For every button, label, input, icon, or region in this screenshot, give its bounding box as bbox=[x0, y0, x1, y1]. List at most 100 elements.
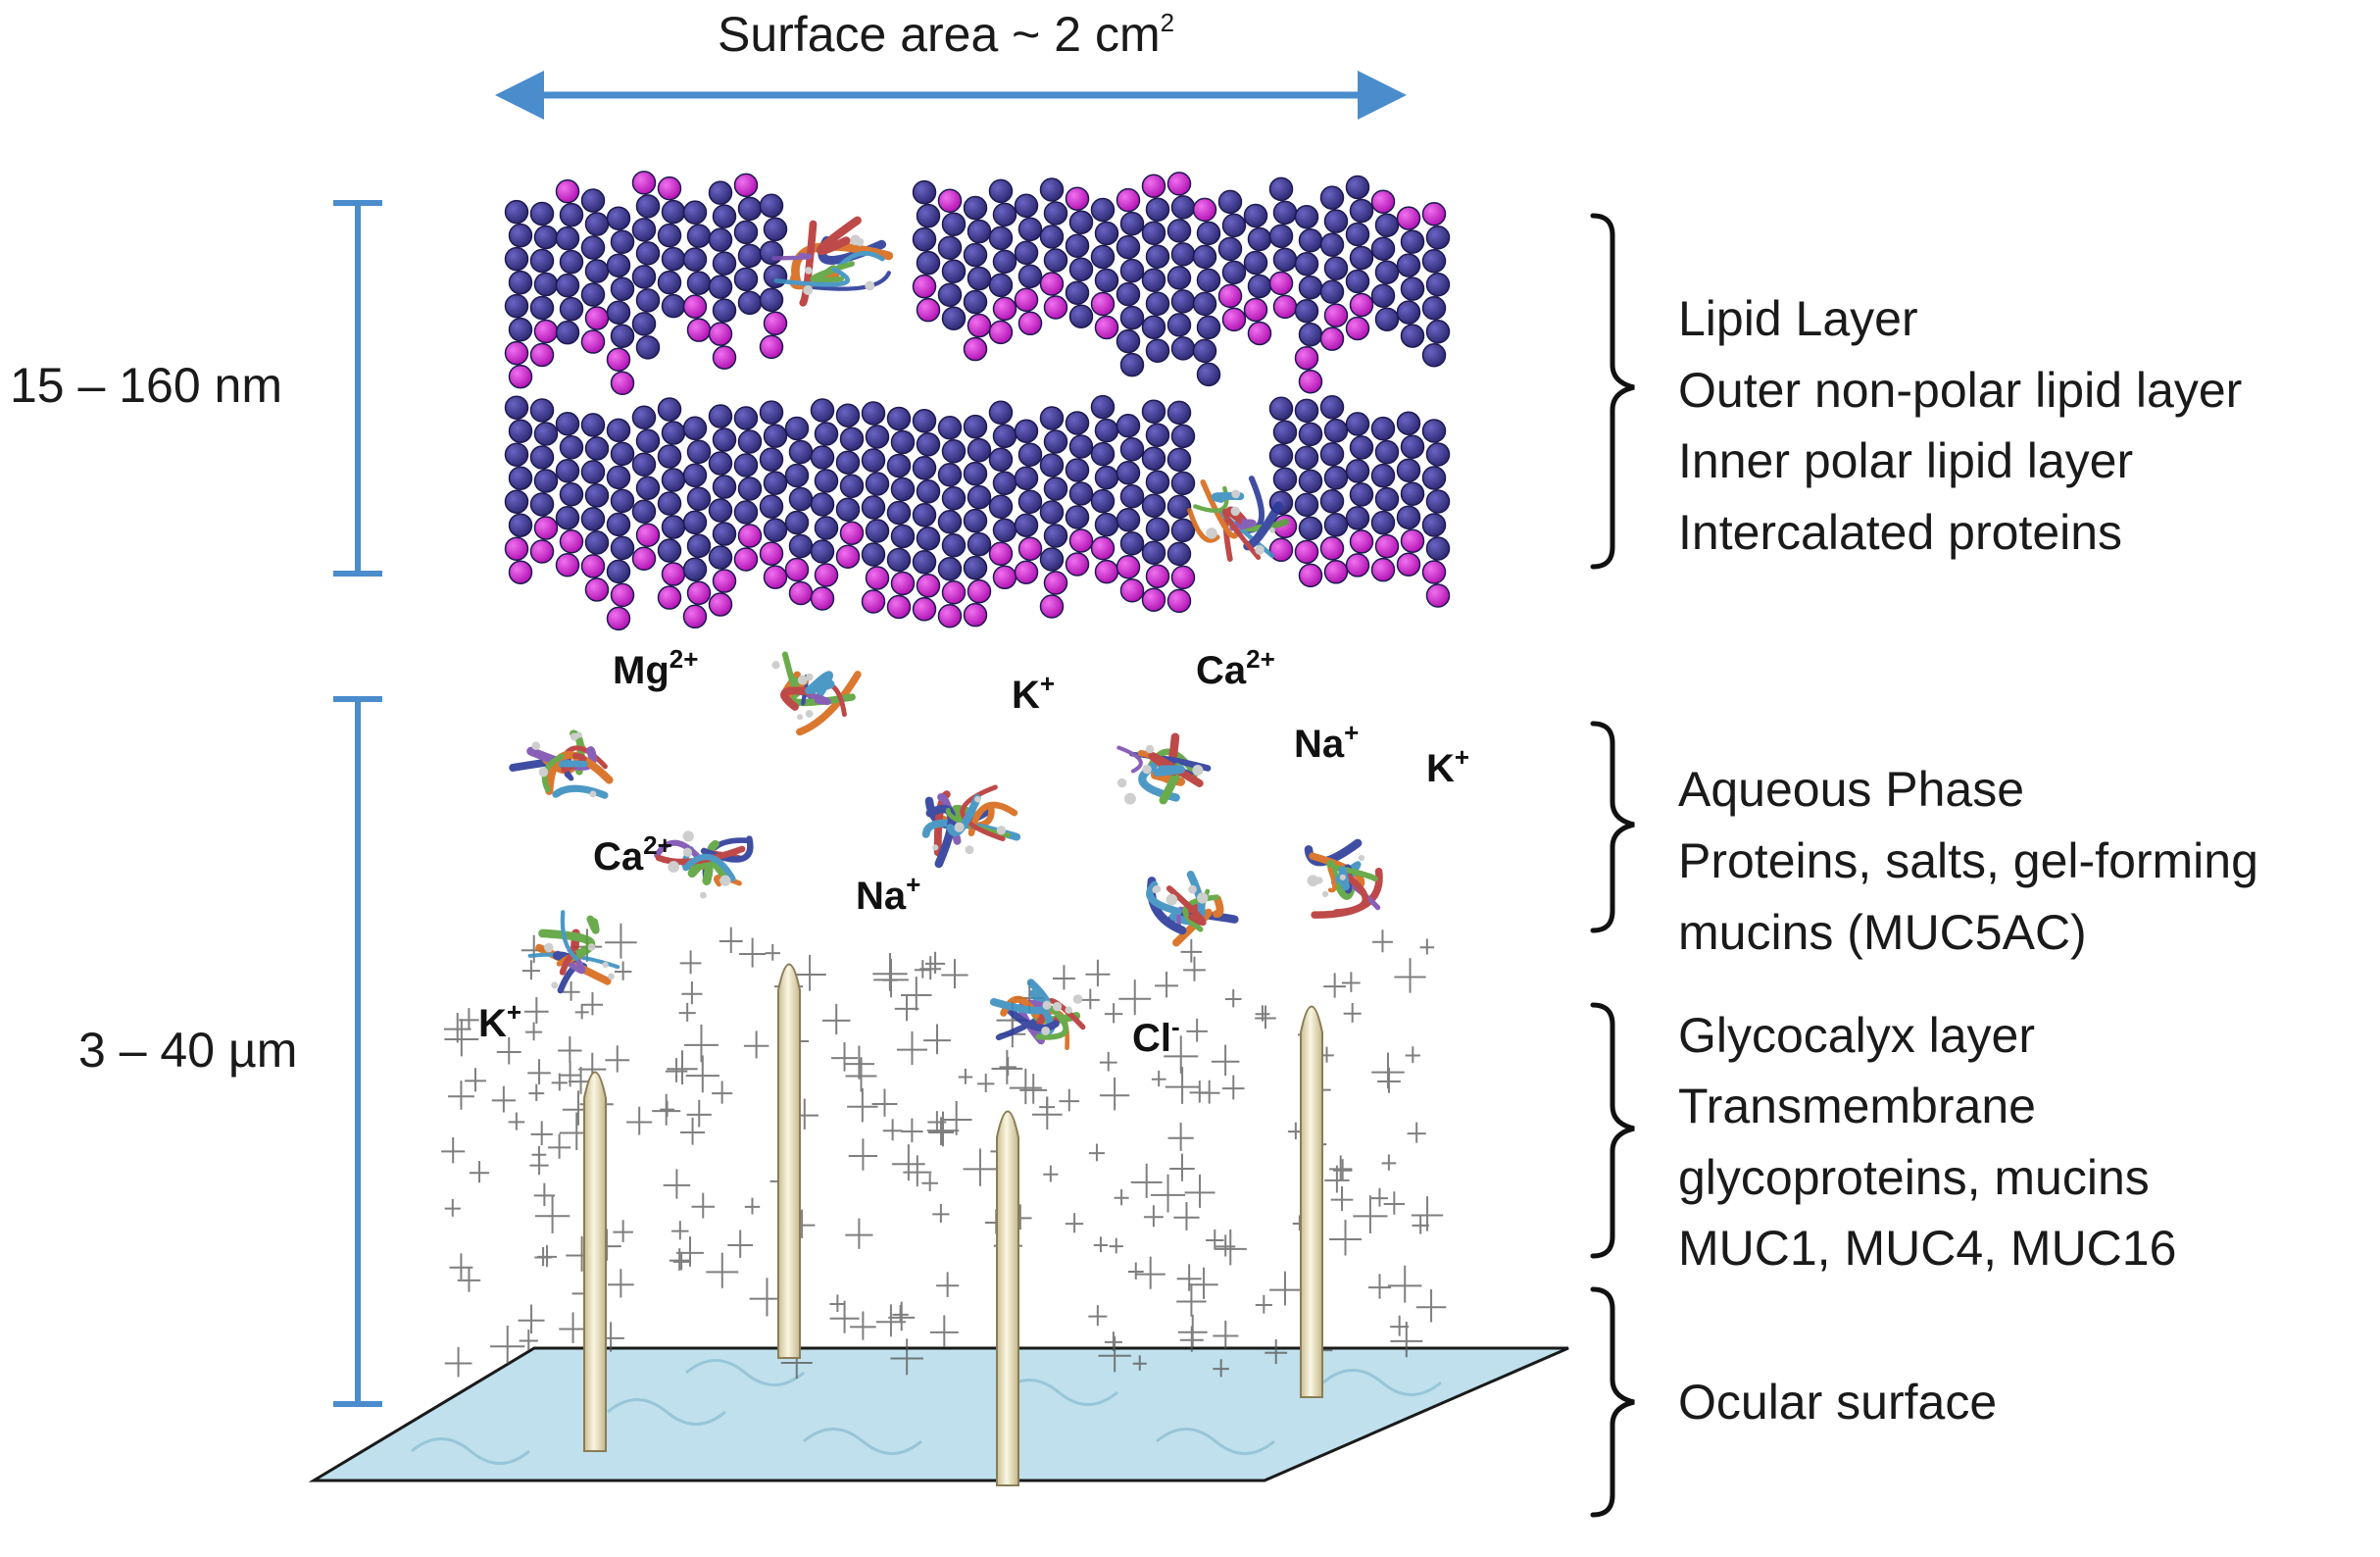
glycan-branch bbox=[1173, 1202, 1200, 1231]
glycan-branch bbox=[1412, 1215, 1429, 1234]
lipid-molecule bbox=[1319, 395, 1349, 584]
lipid-molecule bbox=[631, 171, 661, 360]
lipid-molecule bbox=[784, 416, 814, 606]
layer-braces bbox=[1590, 213, 1635, 1518]
glycan-branch bbox=[843, 1045, 875, 1080]
lipid-molecule bbox=[606, 206, 635, 395]
ion-k: K+ bbox=[478, 997, 521, 1045]
glycan-branch bbox=[1255, 1005, 1276, 1030]
glycan-branch bbox=[1371, 929, 1393, 953]
glycan-branch bbox=[1164, 1035, 1199, 1074]
protein-molecule bbox=[771, 651, 862, 736]
lipid-molecule bbox=[708, 404, 737, 617]
glycan-branch bbox=[901, 977, 932, 1011]
ion-labels: Mg2+ K+ Ca2+ Na+ K+ Ca2+ Na+ K+ Cl- bbox=[478, 644, 1469, 1060]
glycan-branch bbox=[686, 1099, 712, 1128]
svg-text:mucins (MUC5AC): mucins (MUC5AC) bbox=[1678, 905, 2087, 960]
ion-na: Na+ bbox=[1294, 718, 1359, 766]
glycan-branch bbox=[558, 1035, 582, 1063]
glycan-branch bbox=[1213, 1320, 1239, 1349]
lipid-molecule bbox=[606, 418, 635, 631]
glycan-branch bbox=[923, 1024, 951, 1055]
svg-text:glycoproteins, mucins: glycoproteins, mucins bbox=[1678, 1150, 2150, 1205]
glycan-branch bbox=[613, 1220, 633, 1242]
glycan-branch bbox=[1114, 1188, 1129, 1206]
ion-k: K+ bbox=[1012, 669, 1055, 717]
layer-label-ocular: Ocular surface bbox=[1678, 1375, 1997, 1430]
surface-area-label: Surface area ~ 2 cm2 bbox=[718, 7, 1174, 62]
glycan-branch bbox=[524, 996, 549, 1025]
glycan-branch bbox=[1324, 1165, 1350, 1193]
lipid-molecule bbox=[1294, 398, 1323, 588]
protein-molecule bbox=[1146, 871, 1239, 947]
lipid-molecule bbox=[631, 405, 661, 571]
glycan-branch bbox=[491, 1085, 517, 1113]
glycan-branch bbox=[847, 1087, 878, 1123]
lipid-molecule bbox=[580, 188, 610, 354]
glycan-branch bbox=[1383, 1191, 1405, 1215]
glycan-branch bbox=[1323, 973, 1347, 998]
lipid-molecule bbox=[861, 401, 890, 614]
glycan-branch bbox=[443, 1013, 471, 1043]
lipid-layer-molecules bbox=[504, 171, 1451, 631]
svg-text:Inner polar lipid layer: Inner polar lipid layer bbox=[1678, 433, 2133, 488]
glycan-branch bbox=[706, 1252, 739, 1288]
glycan-branch bbox=[829, 1300, 860, 1333]
glycan-branch bbox=[1390, 1322, 1423, 1358]
protein-molecule bbox=[527, 910, 620, 994]
lipid-molecule bbox=[886, 406, 916, 620]
glycan-branch bbox=[1189, 1080, 1211, 1103]
glycan-branch bbox=[1367, 1274, 1392, 1299]
glycan-branch bbox=[1211, 1044, 1240, 1077]
glycan-branch bbox=[685, 1055, 719, 1093]
glycan-branch bbox=[896, 1030, 928, 1066]
glycan-branch bbox=[1214, 1229, 1247, 1266]
lipid-molecule bbox=[657, 397, 686, 610]
glycan-branch bbox=[1155, 972, 1179, 998]
glycan-branch bbox=[1264, 1338, 1288, 1365]
lipid-molecule bbox=[1014, 193, 1043, 336]
lipid-molecule bbox=[759, 400, 788, 589]
lipid-molecule bbox=[1319, 185, 1349, 351]
glycan-branch bbox=[457, 1266, 481, 1292]
glycan-branch bbox=[1330, 1186, 1354, 1211]
glycan-branch bbox=[679, 950, 702, 975]
layer-label-aqueous: Aqueous Phase Proteins, salts, gel-formi… bbox=[1678, 762, 2258, 960]
protein-molecule bbox=[921, 784, 1021, 869]
glycan-branch bbox=[528, 1083, 545, 1102]
ion-mg: Mg2+ bbox=[613, 644, 698, 692]
glycan-branch bbox=[926, 1111, 960, 1147]
glycan-branch bbox=[831, 1041, 859, 1072]
lipid-molecule bbox=[1370, 189, 1400, 331]
glycan-branch bbox=[727, 1230, 754, 1258]
lipid-molecule bbox=[1166, 400, 1196, 614]
glycan-branch bbox=[739, 937, 767, 968]
glycan-branch bbox=[1118, 979, 1152, 1016]
lipid-molecule bbox=[1268, 396, 1298, 563]
lipid-molecule bbox=[1268, 176, 1298, 320]
ion-ca: Ca2+ bbox=[1196, 644, 1275, 692]
lipid-molecule bbox=[810, 398, 839, 611]
glycan-branch bbox=[534, 1194, 570, 1233]
lipid-molecule bbox=[555, 178, 584, 345]
glycan-branch bbox=[845, 1218, 873, 1249]
lipid-molecule bbox=[529, 201, 559, 368]
lipid-molecule bbox=[1396, 411, 1425, 577]
glycan-branch bbox=[793, 954, 826, 991]
glycan-branch bbox=[605, 1045, 630, 1073]
glycan-branch bbox=[1109, 1237, 1123, 1254]
glycan-branch bbox=[940, 1100, 972, 1135]
lipid-molecule bbox=[1345, 412, 1374, 578]
glycan-branch bbox=[1394, 958, 1426, 993]
layer-label-glycocalyx: Glycocalyx layer Transmembrane glycoprot… bbox=[1678, 1008, 2176, 1276]
lipid-molecule bbox=[1090, 394, 1119, 584]
glycan-branch bbox=[871, 1088, 898, 1117]
glycan-branch bbox=[1009, 1068, 1042, 1105]
lipid-molecule bbox=[1039, 406, 1068, 619]
glycan-branch bbox=[901, 1118, 923, 1143]
glycan-branch bbox=[1353, 1195, 1388, 1234]
glycan-branch bbox=[1104, 1003, 1123, 1024]
svg-text:Outer non-polar lipid layer: Outer non-polar lipid layer bbox=[1678, 363, 2242, 418]
glycan-branch bbox=[508, 1112, 525, 1130]
